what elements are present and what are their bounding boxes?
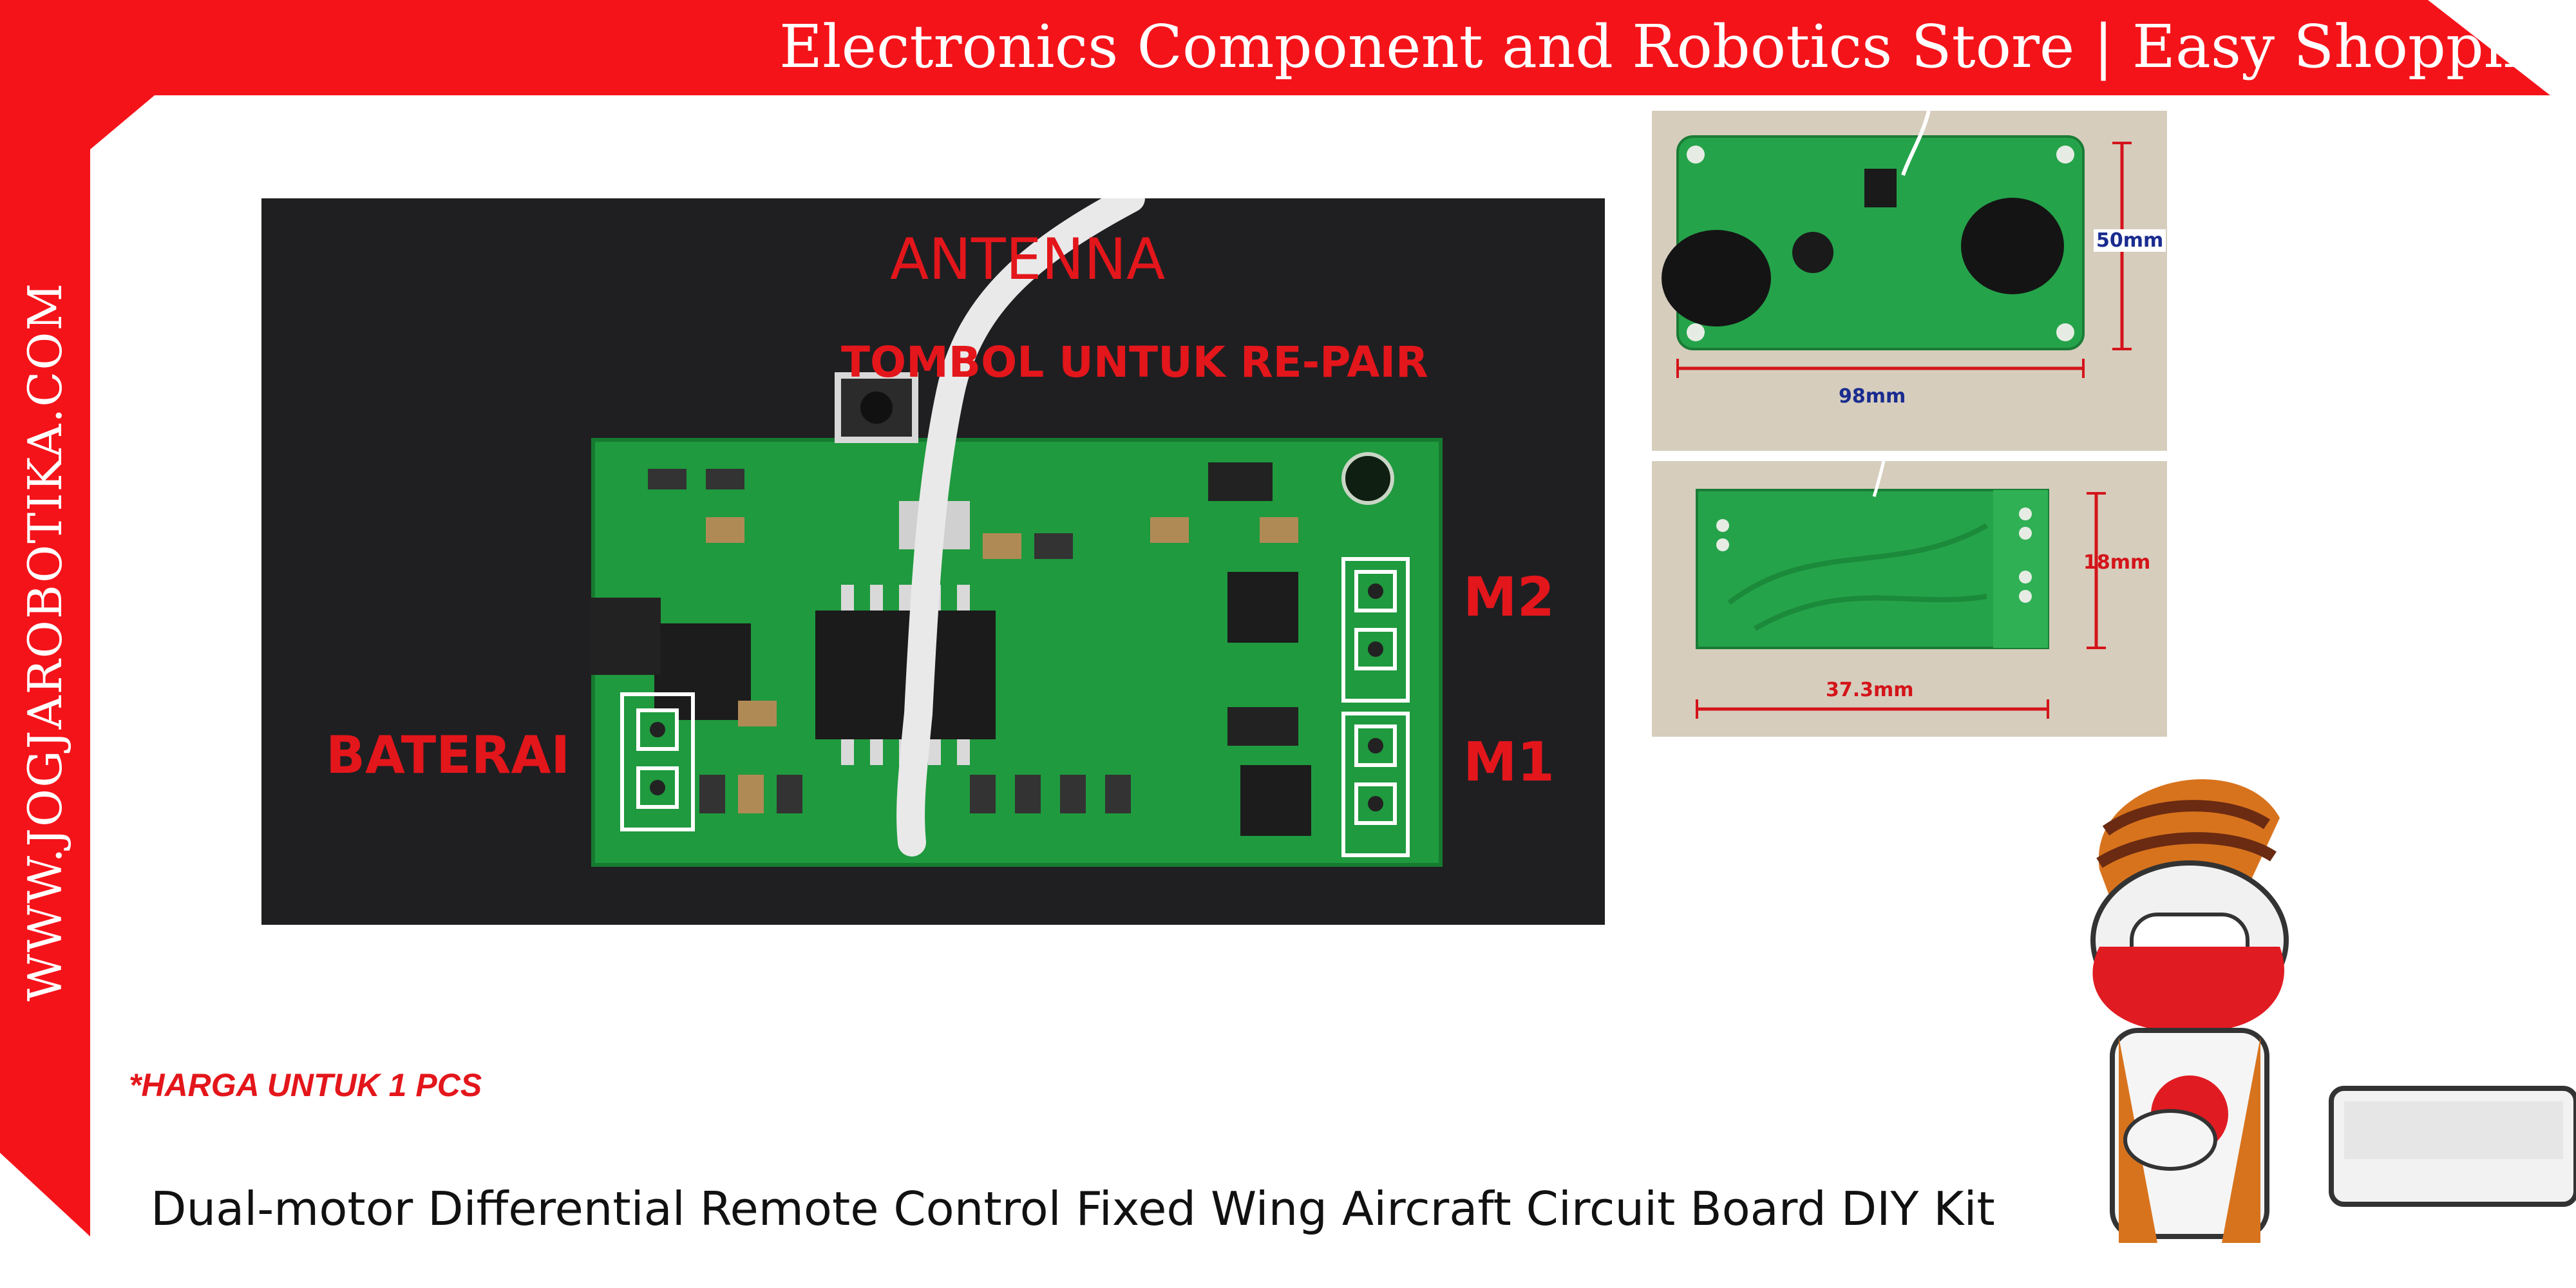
website-url: WWW.JOGJAROBOTIKA.COM (18, 281, 72, 1001)
transmitter-height: 50mm (2094, 229, 2166, 252)
store-title: Electronics Component and Robotics Store… (779, 12, 2576, 81)
motor-2-label: M2 (1463, 565, 1555, 629)
antenna-label: ANTENNA (890, 226, 1166, 292)
pcb-illustration (261, 198, 1605, 925)
receiver-width: 37.3mm (1826, 679, 1914, 701)
price-note: *HARGA UNTUK 1 PCS (129, 1067, 482, 1103)
battery-label: BATERAI (326, 725, 571, 785)
main-board-photo: ANTENNA TOMBOL UNTUK RE-PAIR BATERAI M2 … (261, 198, 1605, 925)
product-title: Dual-motor Differential Remote Control F… (151, 1182, 1995, 1236)
receiver-dimension-photo: 18mm 37.3mm (1652, 461, 2167, 737)
transmitter-width: 98mm (1839, 385, 1906, 408)
repair-button-label: TOMBOL UNTUK RE-PAIR (841, 337, 1428, 387)
transmitter-dimension-photo: 50mm 98mm (1652, 111, 2167, 451)
motor-1-label: M1 (1463, 730, 1555, 793)
receiver-illustration (1696, 461, 2106, 719)
receiver-height: 18mm (2083, 551, 2151, 574)
transmitter-illustration (1662, 111, 2132, 378)
mascot-robot-icon (2090, 779, 2576, 1243)
